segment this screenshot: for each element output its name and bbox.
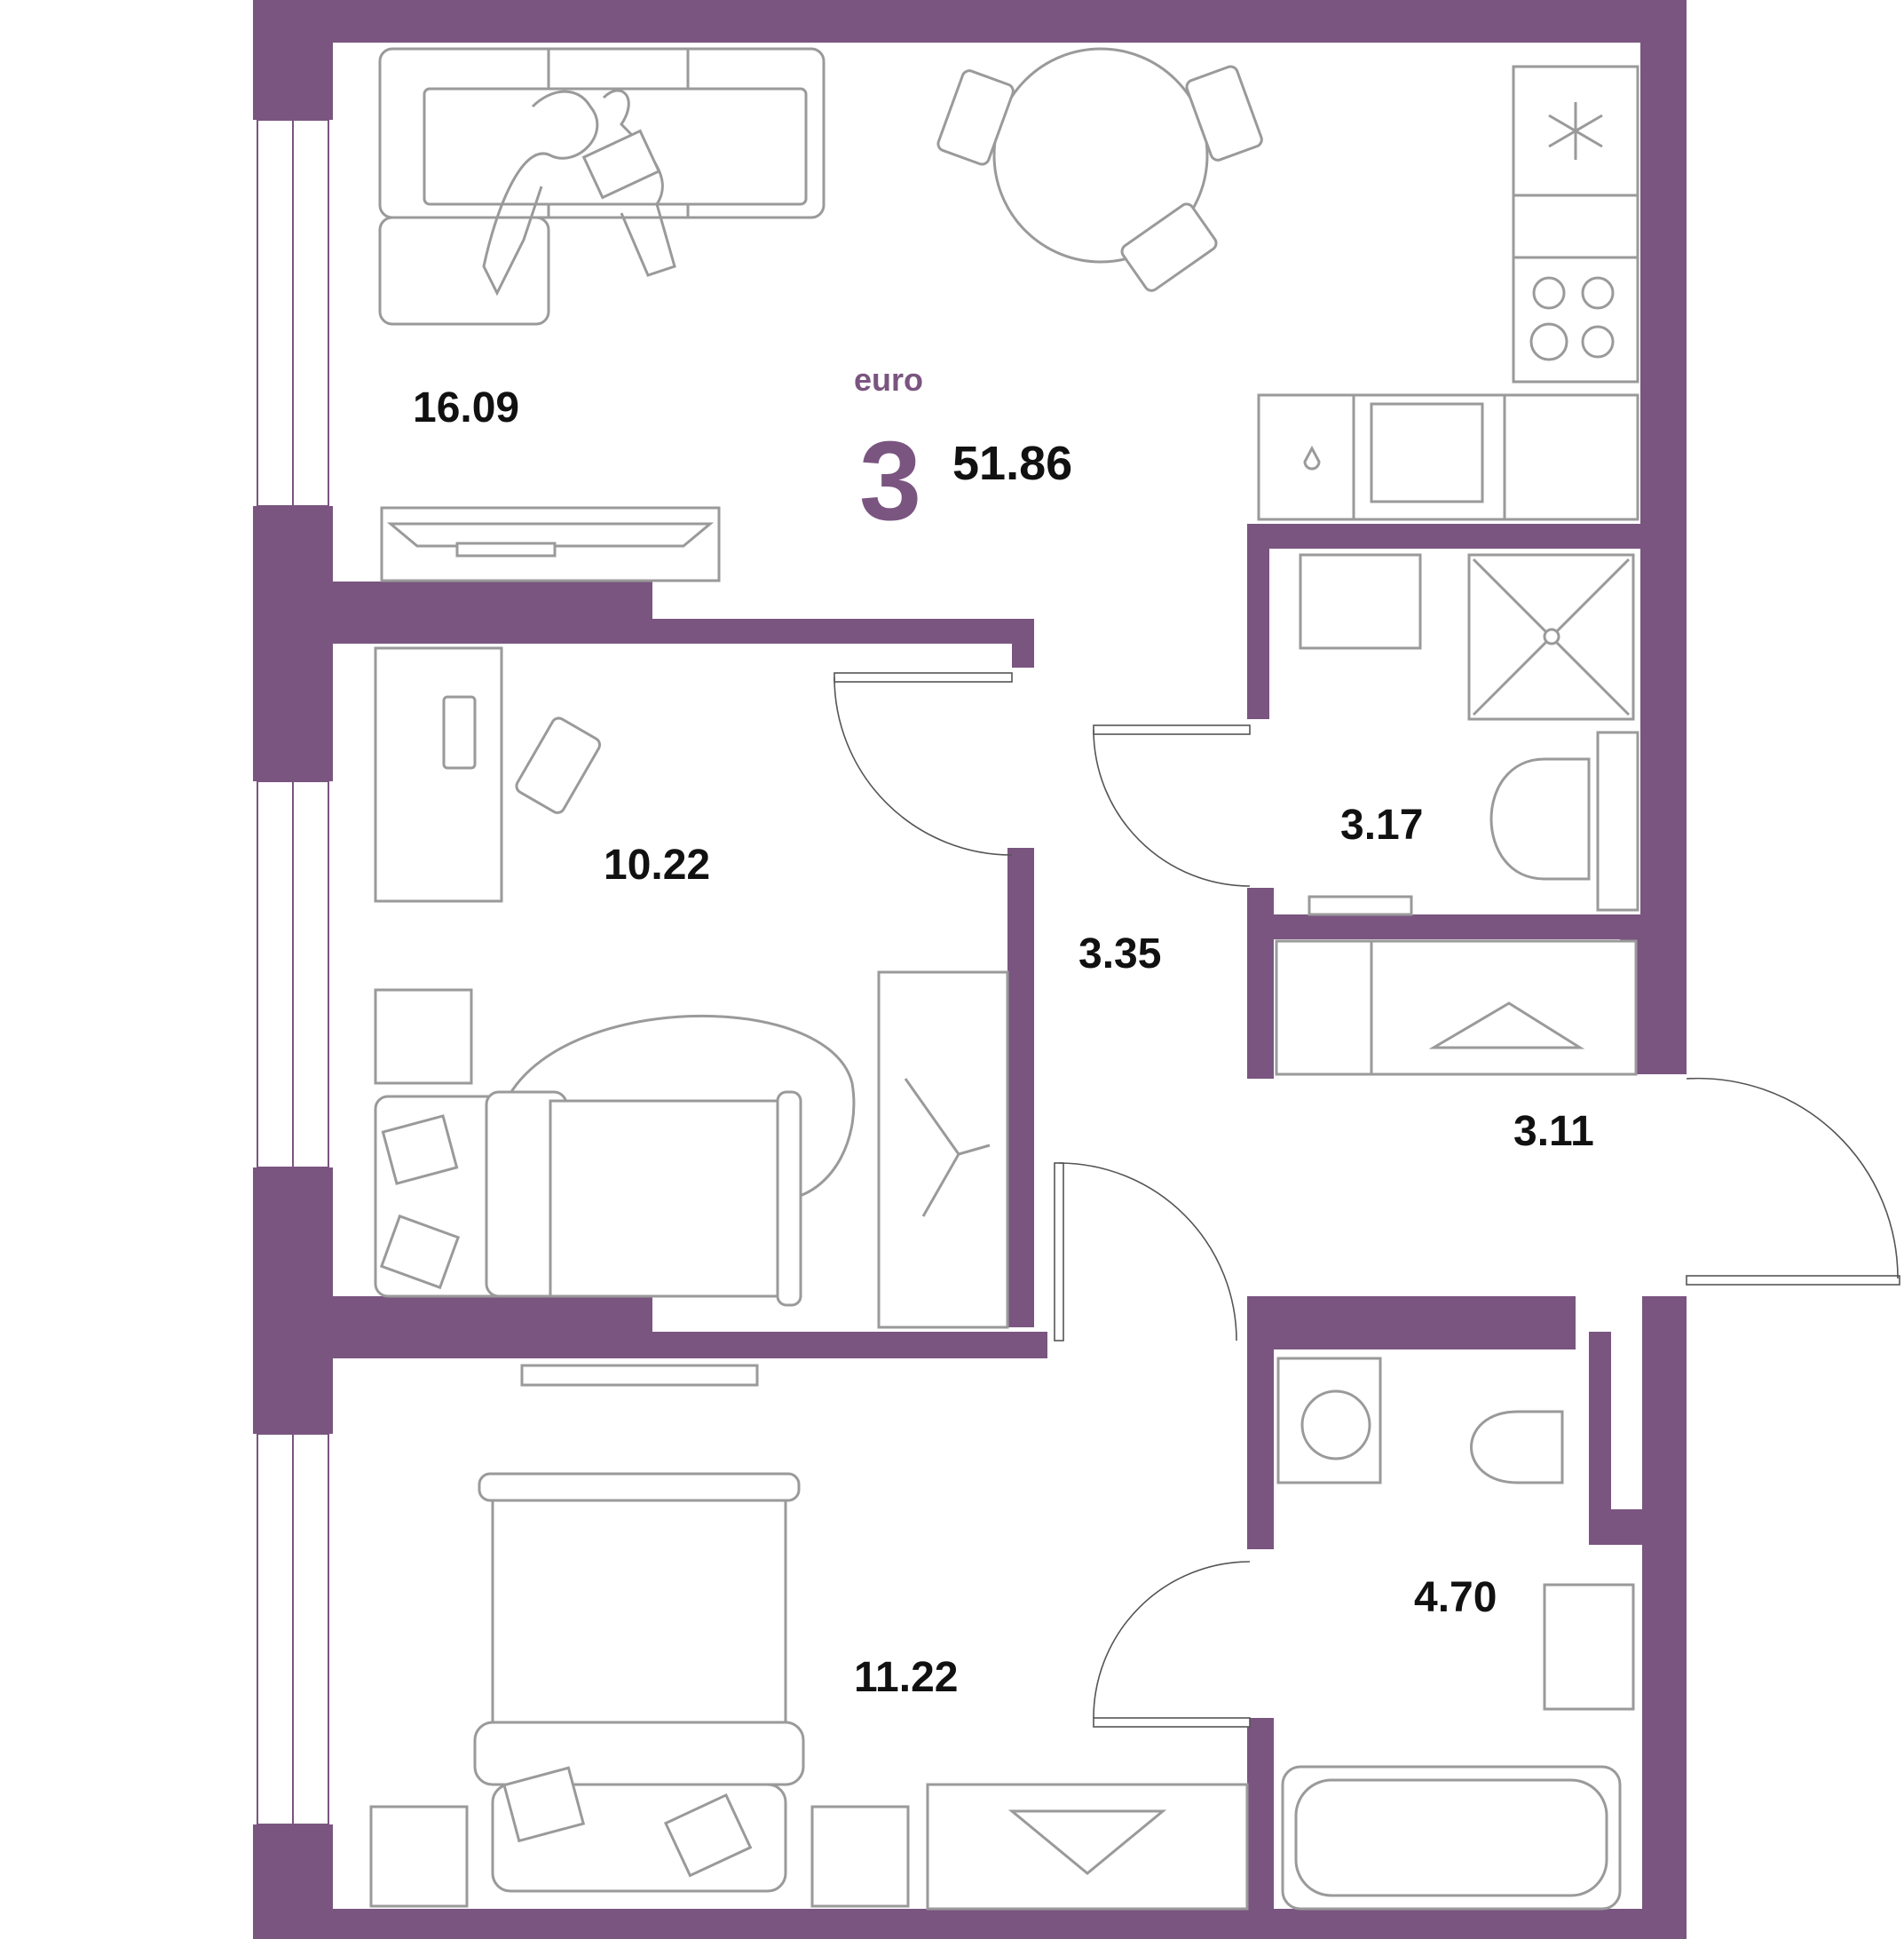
shower bbox=[1299, 553, 1639, 916]
furniture bbox=[369, 47, 1639, 1911]
rooms-count: 3 bbox=[859, 418, 921, 543]
room-area-hallway: 3.35 bbox=[1078, 930, 1161, 977]
bathtub bbox=[1276, 1357, 1635, 1911]
kitchen bbox=[1257, 65, 1639, 521]
toilet-icon bbox=[1489, 757, 1591, 881]
room-area-bedroom-small: 10.22 bbox=[604, 842, 710, 889]
apartment-type-label: euro bbox=[854, 361, 923, 398]
room-area-bathroom-tub: 4.70 bbox=[1414, 1574, 1497, 1621]
nightstand bbox=[374, 988, 473, 1085]
room-area-bedroom-master: 11.22 bbox=[854, 1654, 958, 1701]
shower-icon bbox=[1543, 628, 1560, 645]
wardrobe bbox=[877, 970, 1009, 1329]
desk bbox=[374, 646, 602, 903]
doors bbox=[833, 672, 1900, 1728]
room-area-corridor: 3.11 bbox=[1513, 1108, 1594, 1155]
walls bbox=[253, 0, 1687, 1939]
closet bbox=[1275, 939, 1638, 1076]
windows bbox=[257, 119, 329, 1825]
hanger-icon-2 bbox=[1428, 1001, 1585, 1049]
dining-table bbox=[936, 47, 1263, 292]
snowflake-icon bbox=[1548, 102, 1603, 160]
total-area: 51.86 bbox=[952, 437, 1072, 490]
sink-icon bbox=[1370, 402, 1484, 503]
tv-stand bbox=[380, 506, 721, 582]
bed-master bbox=[369, 1364, 1249, 1911]
labels: 16.09 10.22 3.35 3.17 3.11 4.70 11.22 eu… bbox=[413, 361, 1594, 1701]
people-sketch bbox=[482, 89, 676, 297]
pillow-icon bbox=[381, 1114, 459, 1185]
cooktop-icon bbox=[1529, 276, 1615, 361]
room-area-bathroom-shower: 3.17 bbox=[1340, 802, 1423, 849]
bed-small bbox=[374, 1014, 856, 1307]
room-area-living: 16.09 bbox=[413, 384, 519, 431]
hanger-icon bbox=[904, 1078, 991, 1217]
